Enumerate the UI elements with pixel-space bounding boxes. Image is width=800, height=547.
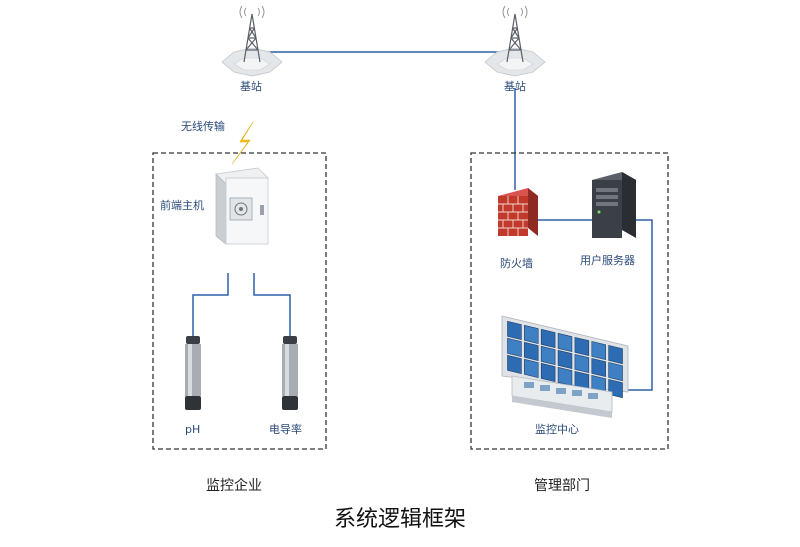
lightning-icon <box>231 121 254 165</box>
department-group-label: 管理部门 <box>534 478 590 494</box>
video-wall-screen <box>608 345 623 365</box>
video-wall-screen <box>507 354 522 374</box>
video-wall-screen <box>557 332 573 353</box>
front-host-label: 前端主机 <box>160 199 204 212</box>
radio-tower-icon <box>484 5 546 77</box>
video-wall-screen <box>540 345 556 366</box>
video-wall-screen <box>557 349 573 370</box>
diagram-title: 系统逻辑框架 <box>333 507 466 532</box>
server-tower-icon <box>592 172 636 238</box>
probe-sensor-icon <box>282 336 298 410</box>
host-to-ph-line <box>192 273 229 336</box>
firewall-label: 防火墙 <box>500 257 533 270</box>
video-wall-screen <box>557 366 573 387</box>
enterprise-group-box <box>152 152 327 450</box>
video-wall-screen <box>524 324 539 345</box>
probe-sensor-icon <box>185 336 201 410</box>
video-wall-screen <box>591 340 606 361</box>
video-wall-screen <box>608 362 623 382</box>
video-wall-screen <box>524 358 539 379</box>
user-server-label: 用户服务器 <box>580 254 635 267</box>
video-wall-screen <box>574 353 590 374</box>
video-wall-screen <box>540 328 556 349</box>
wireless-label: 无线传输 <box>181 120 225 133</box>
video-wall-screen <box>540 362 556 383</box>
base-station-label: 基站 <box>240 80 262 93</box>
department-group-box <box>470 152 669 450</box>
video-wall-screen <box>507 320 522 340</box>
video-wall-screen <box>507 337 522 357</box>
ph-sensor-label: pH <box>185 423 201 436</box>
firewall-icon <box>498 188 538 236</box>
video-wall-screen <box>574 336 590 357</box>
server-to-monitor-line <box>628 219 653 391</box>
video-wall-icon <box>501 315 629 418</box>
connections <box>192 51 653 391</box>
conductivity-sensor-label: 电导率 <box>269 423 302 436</box>
enterprise-group-label: 监控企业 <box>206 478 262 494</box>
host-to-conductivity-line <box>253 273 291 336</box>
control-cabinet-icon <box>215 167 269 245</box>
video-wall-screen <box>591 357 606 378</box>
base-station-label: 基站 <box>504 80 526 93</box>
video-wall-screen <box>524 341 539 362</box>
monitor-center-label: 监控中心 <box>535 423 579 436</box>
radio-tower-icon <box>221 5 283 77</box>
